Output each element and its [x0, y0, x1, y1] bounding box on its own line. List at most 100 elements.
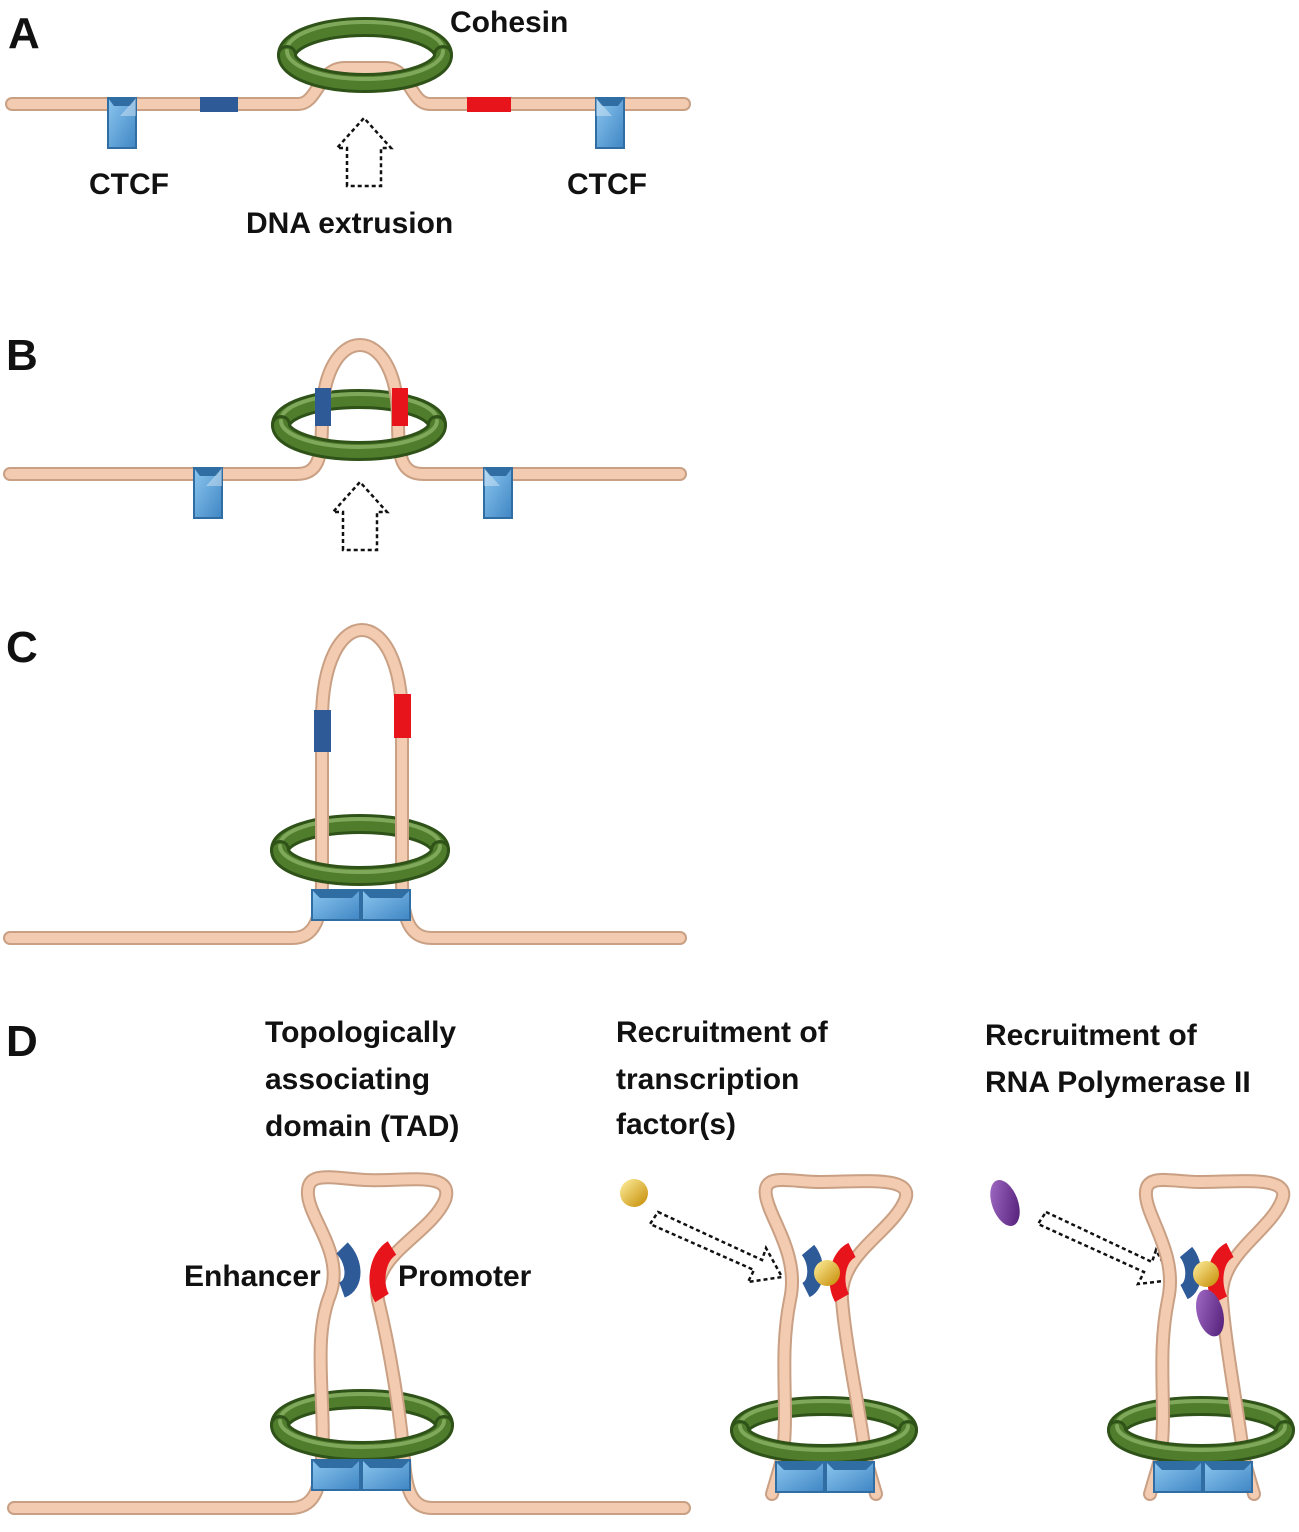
ctcf-bevel — [826, 1462, 874, 1470]
dna-strand — [7, 1170, 691, 1515]
cohesin-ring-body — [273, 1392, 451, 1432]
transcription-factor-bound-icon — [1193, 1261, 1219, 1287]
pol-title-line-2: RNA Polymerase II — [985, 1066, 1251, 1099]
cohesin-ring-body — [733, 1399, 915, 1437]
rna-polymerase-ii-bound-icon — [1195, 1289, 1225, 1337]
dna-body — [7, 63, 689, 109]
tf-recruitment-diagram: Recruitment of transcription factor(s) — [616, 1016, 918, 1501]
enhancer-marker — [200, 97, 238, 112]
cohesin-ring — [277, 45, 453, 93]
enhancer-label: Enhancer — [184, 1260, 321, 1293]
promoter-label: Promoter — [398, 1260, 532, 1293]
ctcf-bevel — [1204, 1462, 1252, 1470]
cohesin-ring-highlight — [279, 419, 439, 449]
ctcf-right-label: CTCF — [567, 168, 647, 201]
cohesin-ring-body — [273, 817, 447, 857]
cohesin-ring — [1107, 1420, 1295, 1464]
cohesin-ring-body — [273, 843, 447, 883]
cohesin-ring-back — [270, 814, 450, 860]
ctcf-dimer — [775, 1461, 875, 1493]
dna-body — [760, 1175, 912, 1499]
ctcf-block — [107, 97, 137, 149]
recruitment-arrow-icon — [648, 1210, 784, 1284]
pol2-recruitment-diagram: Recruitment of RNA Polymerase II — [985, 1019, 1295, 1501]
cohesin-label: Cohesin — [450, 6, 568, 39]
panel-c-letter: C — [6, 623, 38, 672]
promoter-marker — [394, 694, 411, 738]
cohesin-ring-body — [274, 418, 444, 458]
dna-strand — [3, 338, 687, 481]
cohesin-ring-highlight — [278, 1419, 446, 1449]
cohesin-ring-highlight — [279, 392, 439, 422]
ctcf-notch — [484, 468, 500, 486]
panel-b-letter: B — [6, 331, 38, 380]
panel-d-letter: D — [6, 1017, 38, 1066]
cohesin-ring-body — [1110, 1423, 1292, 1461]
cohesin-ring-body — [273, 1418, 451, 1458]
cohesin-ring-highlight — [1115, 1399, 1287, 1427]
panel-a-letter: A — [8, 9, 40, 58]
cohesin-ring — [271, 415, 447, 461]
ctcf-bevel — [312, 1460, 360, 1468]
cohesin-ring-back — [277, 17, 453, 65]
dna-strand — [758, 1173, 914, 1501]
ctcf-bevel — [596, 98, 624, 106]
ctcf-notch — [596, 98, 612, 116]
ctcf-notch — [206, 468, 222, 486]
dna-body — [9, 1172, 689, 1513]
panel-a: A Cohesin CTCF CTCF DNA extrusion — [5, 6, 691, 240]
cohesin-ring — [270, 840, 450, 886]
enhancer-marker — [801, 1244, 824, 1298]
ctcf-left — [107, 97, 137, 149]
ctcf-left — [193, 467, 223, 519]
ctcf-left-label: CTCF — [89, 168, 169, 201]
cohesin-ring-highlight — [738, 1399, 910, 1427]
ctcf-dimer — [1153, 1461, 1253, 1493]
ctcf-dimer — [311, 1459, 411, 1491]
pol-title-line-1: Recruitment of — [985, 1019, 1198, 1052]
tad-title-line-1: Topologically — [265, 1016, 456, 1049]
cohesin-ring-back — [1107, 1396, 1295, 1440]
cohesin-ring-highlight — [278, 817, 442, 847]
cohesin-ring-body — [274, 392, 444, 432]
cohesin-ring-back — [730, 1396, 918, 1440]
cohesin-ring-highlight — [278, 844, 442, 874]
cohesin-ring-highlight — [285, 49, 445, 81]
cohesin-ring — [270, 1415, 454, 1461]
panel-b: B — [3, 331, 687, 552]
promoter-marker — [467, 97, 511, 112]
enhancer-marker — [314, 710, 331, 752]
ctcf-bevel — [312, 890, 360, 898]
ctcf-bevel — [194, 468, 222, 476]
rna-polymerase-ii-icon — [990, 1180, 1020, 1226]
cohesin-ring-body — [280, 48, 450, 90]
ctcf-bevel — [484, 468, 512, 476]
transcription-factor-icon — [620, 1179, 648, 1207]
cohesin-ring-back — [271, 389, 447, 435]
dna-strand — [5, 61, 691, 111]
tad-diagram: Topologically associating domain (TAD) E… — [7, 1016, 691, 1515]
enhancer-marker — [335, 1242, 361, 1298]
dna-body — [5, 340, 685, 479]
ctcf-bevel — [1154, 1462, 1202, 1470]
recruitment-arrow-icon — [1036, 1210, 1174, 1286]
cohesin-ring-body — [280, 20, 450, 62]
tf-title-line-1: Recruitment of — [616, 1016, 829, 1049]
ctcf-block — [483, 467, 513, 519]
promoter-marker — [369, 1241, 398, 1303]
cohesin-ring-highlight — [1115, 1424, 1287, 1452]
tf-title-line-2: transcription — [616, 1063, 799, 1096]
ctcf-block — [595, 97, 625, 149]
ctcf-bevel — [776, 1462, 824, 1470]
tf-title-line-3: factor(s) — [616, 1108, 736, 1141]
extrusion-arrow-icon — [330, 480, 390, 552]
cohesin-ring-highlight — [738, 1424, 910, 1452]
cohesin-ring-back — [270, 1389, 454, 1435]
dna-extrusion-label: DNA extrusion — [246, 207, 453, 240]
tad-title-line-2: associating — [265, 1063, 430, 1096]
ctcf-bevel — [362, 890, 410, 898]
cohesin-ring-highlight — [278, 1392, 446, 1422]
tad-title-line-3: domain (TAD) — [265, 1110, 459, 1143]
